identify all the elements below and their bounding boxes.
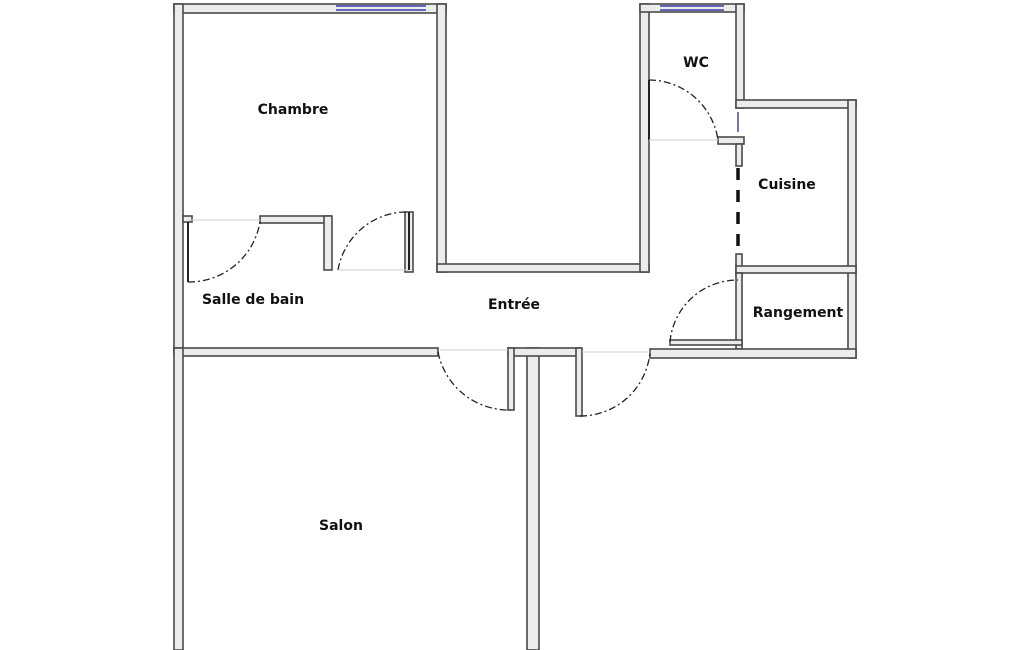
wall-chambre-left xyxy=(173,3,184,351)
wall-bath-bottom xyxy=(173,347,439,357)
wall-salon-left xyxy=(173,347,184,650)
wall-cuisine-right xyxy=(847,99,857,359)
room-labels: Chambre Salle de bain Entrée WC Cuisine … xyxy=(202,55,844,534)
door-salon-swing xyxy=(437,351,511,411)
wall-bottom-right xyxy=(649,348,857,359)
wall-bath-right xyxy=(323,215,333,271)
wall-entree-top xyxy=(436,263,650,273)
wall-cuisine-left-stub xyxy=(735,143,743,167)
wall-rangement-door-leaf xyxy=(669,339,743,346)
wall-wc-top xyxy=(639,3,745,13)
wall-salon-top-right xyxy=(507,347,581,357)
door-chambre-swing xyxy=(337,211,410,271)
wall-rangement-left xyxy=(735,272,743,350)
label-entree: Entrée xyxy=(488,297,540,313)
door-rangement-swing xyxy=(669,279,739,343)
doors xyxy=(187,79,740,417)
door-entrance-swing xyxy=(579,351,651,417)
label-salle-de-bain: Salle de bain xyxy=(202,292,304,308)
label-salon: Salon xyxy=(319,518,363,534)
windows xyxy=(336,5,739,132)
label-rangement: Rangement xyxy=(753,305,844,321)
wall-chambre-bath-left xyxy=(182,215,193,223)
wall-salon-jamb xyxy=(507,347,515,411)
wall-salon-right xyxy=(526,347,540,650)
wall-cuisine-top xyxy=(735,99,857,109)
wall-exit-jamb xyxy=(575,347,583,417)
wall-cuisine-rangement xyxy=(735,265,857,274)
door-wc-swing xyxy=(648,79,719,141)
label-wc: WC xyxy=(683,55,709,71)
wall-wc-left xyxy=(639,3,650,273)
wall-chambre-right xyxy=(436,3,447,273)
walls xyxy=(173,3,857,650)
door-bath-swing xyxy=(187,221,261,283)
wall-chambre-bath-right xyxy=(259,215,331,224)
label-chambre: Chambre xyxy=(258,102,329,118)
wall-wc-bottom xyxy=(717,136,745,145)
wall-wc-right xyxy=(735,3,745,109)
label-cuisine: Cuisine xyxy=(758,177,816,193)
